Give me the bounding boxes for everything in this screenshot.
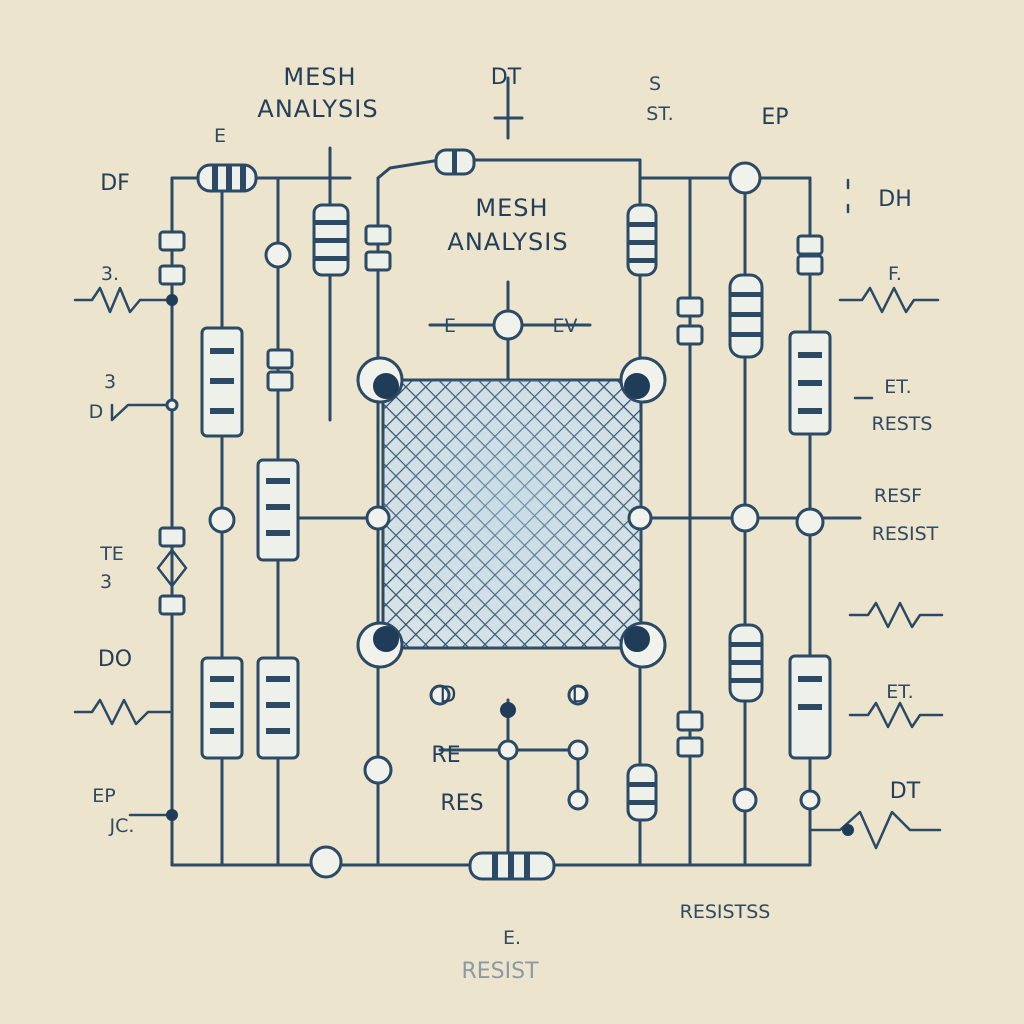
- label-bottom-e: E.: [503, 927, 521, 949]
- label-left-jc: JC.: [109, 815, 135, 837]
- label-left-te: TE: [99, 543, 124, 565]
- top-title-line2: ANALYSIS: [257, 95, 378, 123]
- label-right-dh: DH: [878, 187, 911, 212]
- top-title-line1: MESH: [283, 63, 356, 91]
- mesh-grid-block: [381, 378, 643, 650]
- label-lower-d1: D: [440, 683, 457, 708]
- label-lower-res: RES: [440, 791, 483, 816]
- label-bottom-resistss: RESISTSS: [680, 901, 771, 923]
- junction-nodes: [165, 161, 854, 879]
- center-title-line2: ANALYSIS: [447, 228, 568, 256]
- label-right-resf: RESF: [874, 485, 922, 507]
- label-top-dt: DT: [491, 65, 522, 90]
- label-right-dt: DT: [890, 779, 921, 804]
- label-bottom-resist: RESIST: [461, 959, 539, 984]
- label-top-ep: EP: [761, 105, 788, 130]
- label-lower-d2: D: [572, 683, 589, 708]
- label-left-ep: EP: [92, 785, 115, 807]
- diagram-labels: MESH ANALYSIS MESH ANALYSIS DT ST. S E E…: [89, 63, 939, 984]
- resistors: [158, 148, 832, 881]
- label-center-e: E: [444, 315, 456, 337]
- label-top-s: S: [649, 73, 661, 95]
- label-left-do: DO: [98, 647, 132, 672]
- label-right-et2: ET.: [886, 681, 913, 703]
- label-right-et: ET.: [884, 376, 911, 398]
- label-left-3b: 3: [104, 371, 116, 393]
- label-top-e: E: [214, 125, 226, 147]
- label-right-rests: RESTS: [872, 413, 933, 435]
- label-top-st: ST.: [646, 103, 673, 125]
- label-left-d: D: [89, 401, 104, 423]
- label-left-3c: 3: [100, 571, 112, 593]
- label-right-resist: RESIST: [872, 523, 939, 545]
- label-left-3a: 3.: [101, 263, 119, 285]
- label-center-ev: EV: [552, 315, 577, 337]
- center-title-line1: MESH: [475, 194, 548, 222]
- label-left-df: DF: [100, 171, 130, 196]
- label-lower-re: RE: [431, 743, 460, 768]
- label-right-f: F.: [888, 263, 902, 285]
